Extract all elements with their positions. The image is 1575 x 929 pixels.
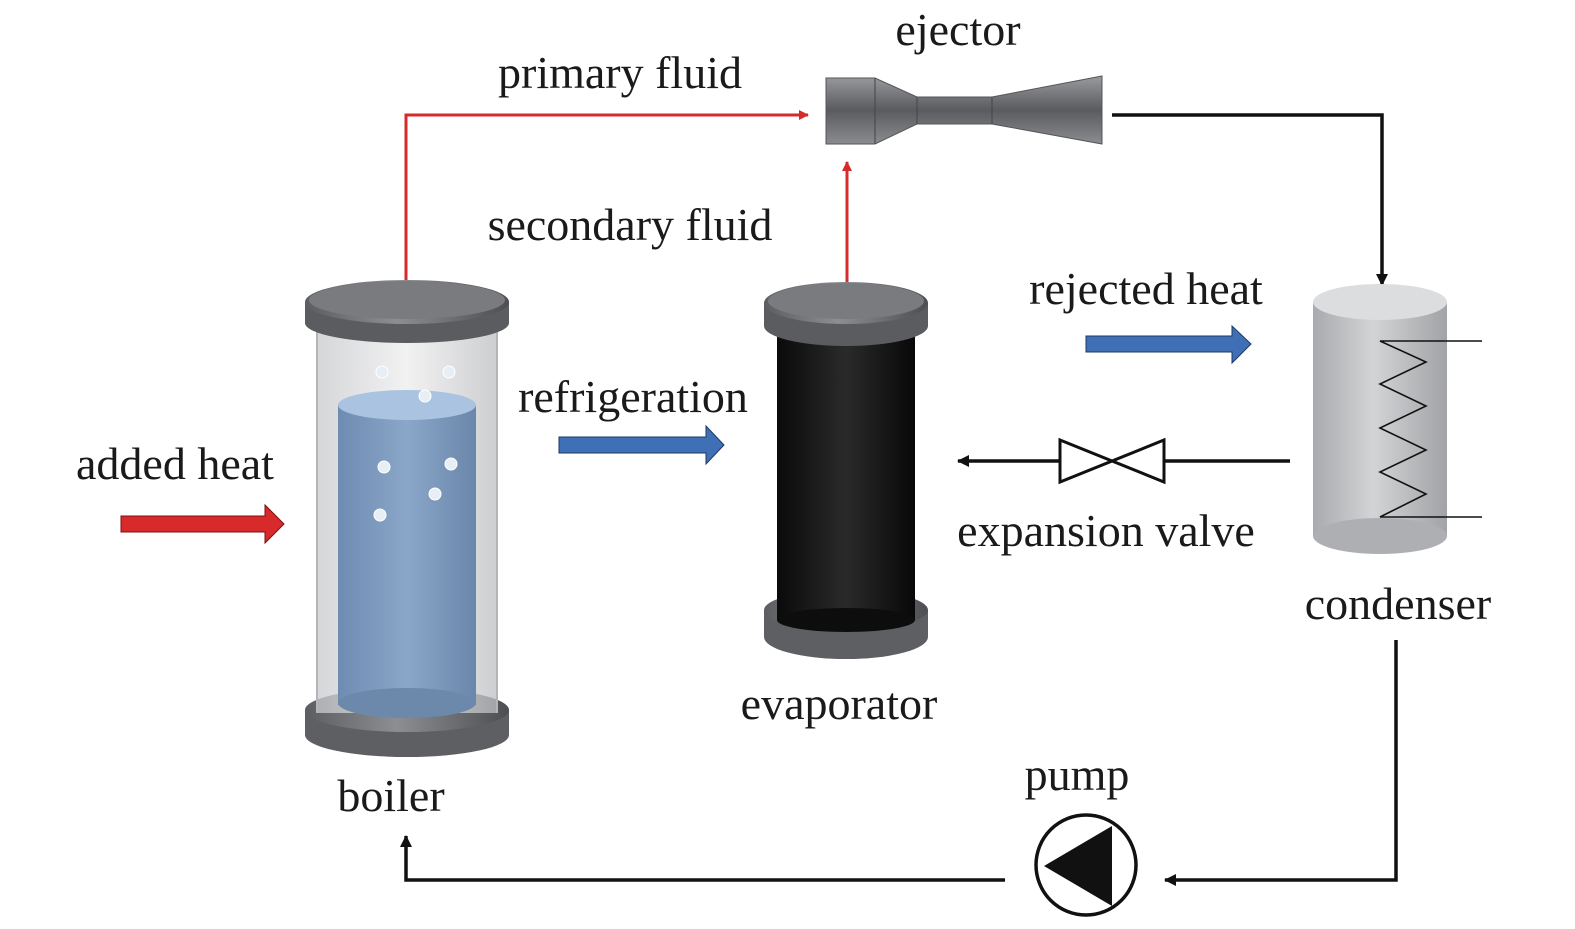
pump <box>1034 813 1138 917</box>
expansion-valve <box>1058 437 1166 485</box>
boiler <box>305 280 509 757</box>
primary-fluid-label: primary fluid <box>498 47 742 98</box>
condenser-label: condenser <box>1305 578 1491 629</box>
rejected-heat-arrow <box>1085 324 1252 365</box>
pump-to-boiler-line <box>400 835 1005 882</box>
secondary-fluid-label: secondary fluid <box>488 199 773 250</box>
condenser <box>1313 284 1482 554</box>
primary-fluid-line <box>404 110 809 288</box>
rejected-heat-label: rejected heat <box>1029 263 1263 314</box>
ejector <box>825 75 1103 145</box>
ejector-label: ejector <box>895 4 1020 55</box>
added-heat-arrow <box>120 503 285 545</box>
refrigeration-arrow <box>558 424 725 466</box>
expansion-valve-label: expansion valve <box>957 505 1255 556</box>
evaporator-label: evaporator <box>741 678 938 729</box>
ejector-to-condenser-line <box>1112 113 1388 286</box>
condenser-coil <box>1378 340 1482 518</box>
added-heat-label: added heat <box>76 438 274 489</box>
condenser-to-pump-line <box>1164 640 1398 886</box>
evaporator <box>764 282 928 659</box>
refrigeration-label: refrigeration <box>518 371 748 422</box>
boiler-bubbles <box>373 365 458 522</box>
pump-label: pump <box>1025 749 1130 800</box>
boiler-label: boiler <box>337 770 444 821</box>
